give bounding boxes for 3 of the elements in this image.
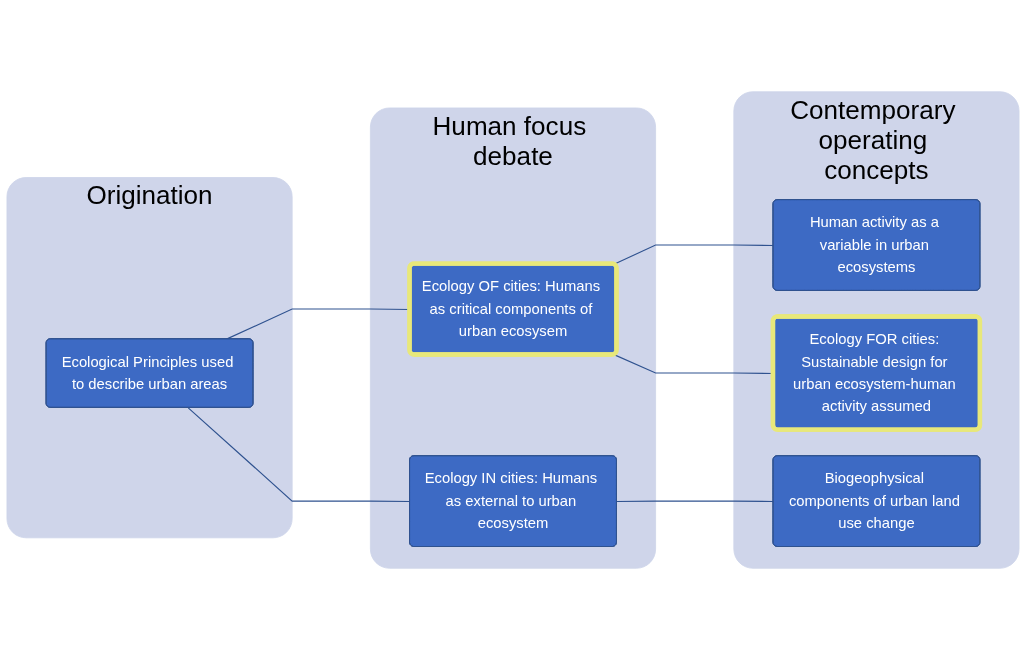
- connector: [613, 244, 774, 265]
- connector: [616, 500, 774, 503]
- connector: [187, 407, 411, 503]
